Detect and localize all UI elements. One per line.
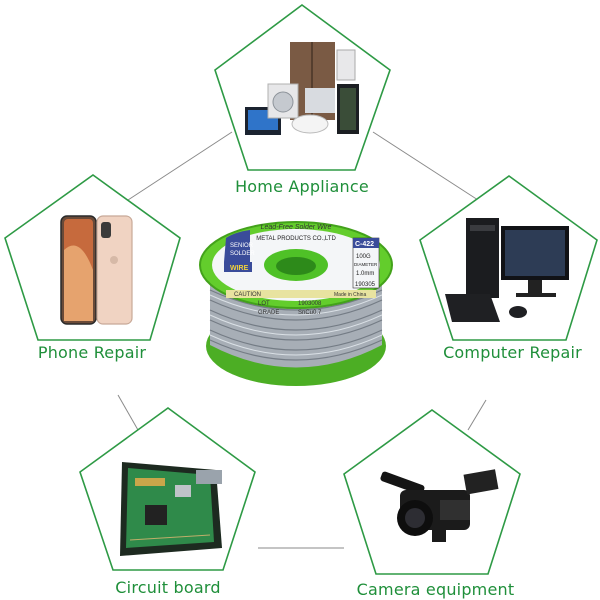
home-appliance-image (245, 42, 359, 135)
spool-made-in: Made in China (334, 292, 366, 298)
spool-lot-label: LOT (258, 301, 270, 307)
spool-senior: SENIOR (230, 243, 254, 249)
spool-solder: SOLDER (230, 251, 255, 257)
spool-wire: WIRE (230, 265, 249, 272)
spool-grade-value: SnCu0.7 (298, 310, 322, 316)
spool-weight: 100G (356, 254, 371, 260)
spool-caution: CAUTION (234, 292, 261, 298)
spool-top-text: Lead-Free Solder Wire (261, 224, 332, 231)
spool-brand-line: METAL PRODUCTS CO.,LTD (256, 236, 336, 242)
camera-image (380, 469, 499, 542)
spool-diameter-label: DIAMETER (354, 262, 378, 267)
home-appliance-label: Home Appliance (235, 177, 369, 196)
camera-equipment-label: Camera equipment (356, 580, 515, 599)
solder-spool (199, 221, 393, 386)
computer-repair-label: Computer Repair (443, 343, 582, 362)
phone-image (60, 215, 133, 325)
spool-diameter: 1.0mm (356, 271, 374, 277)
spool-date: 190305 (355, 282, 376, 288)
connector-lines (117, 131, 487, 549)
computer-image (445, 218, 569, 322)
spool-grade-label: GRADE (258, 310, 279, 316)
spool-lot-value: 1903008 (298, 301, 322, 307)
circuit-board-image (120, 462, 222, 556)
circuit-board-label: Circuit board (115, 578, 221, 597)
phone-repair-label: Phone Repair (37, 343, 147, 362)
spool-flux-code: C-422 (355, 241, 374, 248)
